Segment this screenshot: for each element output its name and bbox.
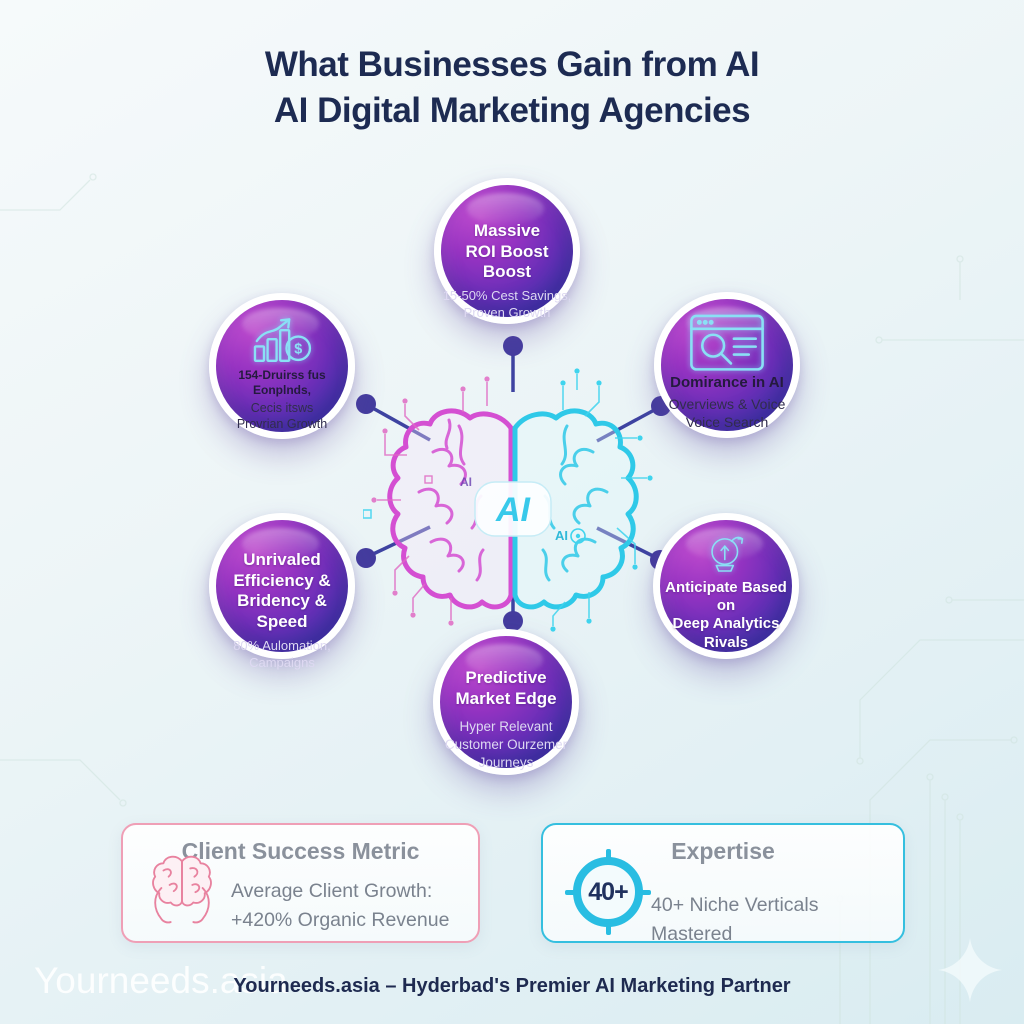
ring-tick: [606, 849, 611, 861]
node-subtitle: 80% Aulomation, Campaigns: [233, 637, 331, 670]
client-success-card: Client Success Metric Average Client Gro…: [121, 823, 480, 943]
card-body: 40+ Niche Verticals Mastered: [651, 894, 819, 946]
svg-text:$: $: [294, 342, 302, 358]
node-title: 154-Druirss fus Eonplnds,: [238, 368, 326, 397]
node-subtitle: 15-50% Cest Savings, Proven Growth: [442, 288, 572, 321]
brain-right-mini-label: AI: [555, 528, 568, 543]
node-title: Unrivaled Efficiency & Bridency & Speed: [233, 550, 331, 632]
page-title: What Businesses Gain from AI AI Digital …: [264, 45, 760, 130]
brain-center-ai-label: AI: [495, 491, 532, 529]
node-subtitle: Cecis itsws Provrian Growth: [236, 400, 328, 431]
brand-watermark: Yourneeds.asia: [34, 960, 288, 1001]
node-title: Massive ROI Boost Boost: [465, 221, 549, 282]
node-title: Predictive Market Edge: [455, 668, 557, 708]
node-subtitle: Hyper Relevant Customer Ourzemer Journey…: [444, 719, 568, 770]
ring-tick: [639, 890, 651, 895]
footer-tagline: Yourneeds.asia – Hyderbad's Premier AI M…: [233, 975, 791, 997]
node-predictive-market-edge: Predictive Market Edge Hyper Relevant Cu…: [433, 629, 579, 775]
node-massive-roi-boost: Massive ROI Boost Boost 15-50% Cest Savi…: [434, 178, 580, 324]
card-body: Average Client Growth: +420% Organic Rev…: [231, 880, 450, 932]
node-title: Domirance in AI: [670, 374, 784, 392]
expertise-card: Expertise 40+ 40+ Niche Verticals Master…: [541, 823, 905, 945]
ring-badge-label: 40+: [588, 877, 628, 906]
card-title: Client Success Metric: [181, 838, 420, 864]
bar-chart-coin-icon: $: [253, 318, 312, 363]
target-ring-icon: 40+: [565, 849, 651, 935]
sparkle-icon: [938, 938, 1002, 1002]
node-subtitle: Overviews & Voice Voice Search: [668, 395, 786, 430]
node-anticipate-analytics: Anticipate Based on Deep Analytics Rival…: [653, 513, 799, 659]
node-ai-search-dominance: Domirance in AI Overviews & Voice Voice …: [654, 292, 800, 438]
node-title: Anticipate Based on Deep Analytics Rival…: [665, 578, 787, 651]
ai-brain-illustration: AI AI AI: [363, 368, 653, 632]
crystal-ball-icon: [711, 536, 744, 572]
brain-left-mini-label: AI: [460, 475, 472, 489]
brain-hands-icon: [152, 855, 212, 924]
node-efficiency-speed: Unrivaled Efficiency & Bridency & Speed …: [209, 513, 355, 670]
card-title: Expertise: [671, 838, 775, 864]
ring-tick: [565, 890, 577, 895]
node-cost-savings: $ 154-Druirss fus Eonplnds, Cecis itsws …: [209, 293, 355, 439]
browser-search-icon: [690, 314, 764, 371]
ring-tick: [606, 923, 611, 935]
